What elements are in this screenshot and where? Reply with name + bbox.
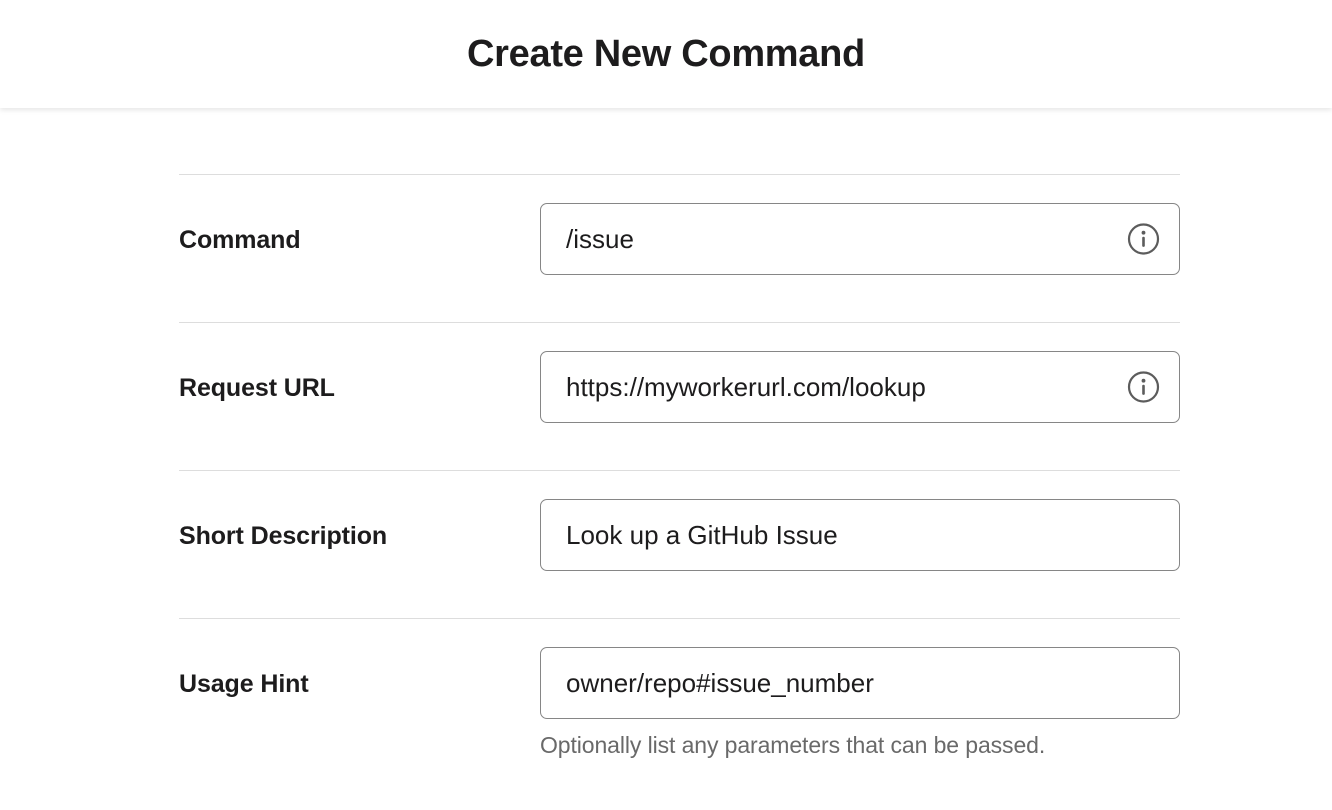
input-wrap-short-description: [540, 499, 1180, 571]
input-wrap-command: [540, 203, 1180, 275]
input-wrap-request-url: [540, 351, 1180, 423]
command-input[interactable]: [540, 203, 1180, 275]
form-row-usage-hint: Usage Hint Optionally list any parameter…: [179, 619, 1180, 766]
label-short-description: Short Description: [179, 522, 388, 550]
usage-hint-helper-text: Optionally list any parameters that can …: [540, 732, 1046, 758]
control-short-description: [540, 471, 1180, 571]
divider-top: [179, 174, 1180, 175]
info-circle-icon[interactable]: [1127, 371, 1160, 404]
modal-body: Command: [0, 108, 1332, 810]
label-usage-hint: Usage Hint: [179, 670, 309, 698]
form-row-command: Command: [179, 175, 1180, 322]
usage-hint-input[interactable]: [540, 647, 1180, 719]
form-row-short-description: Short Description: [179, 471, 1180, 618]
label-request-url: Request URL: [179, 374, 335, 402]
control-request-url: [540, 323, 1180, 423]
info-circle-icon[interactable]: [1127, 223, 1160, 256]
divider-after-request-url: [179, 470, 1180, 471]
page-title: Create New Command: [467, 33, 865, 75]
control-usage-hint: Optionally list any parameters that can …: [540, 619, 1180, 760]
short-description-input[interactable]: [540, 499, 1180, 571]
form-row-request-url: Request URL: [179, 323, 1180, 470]
divider-after-short-description: [179, 618, 1180, 619]
command-form: Command: [179, 174, 1180, 766]
request-url-input[interactable]: [540, 351, 1180, 423]
input-wrap-usage-hint: [540, 647, 1180, 719]
divider-after-command: [179, 322, 1180, 323]
modal-header: Create New Command: [0, 0, 1332, 108]
label-command: Command: [179, 226, 301, 254]
control-command: [540, 175, 1180, 275]
